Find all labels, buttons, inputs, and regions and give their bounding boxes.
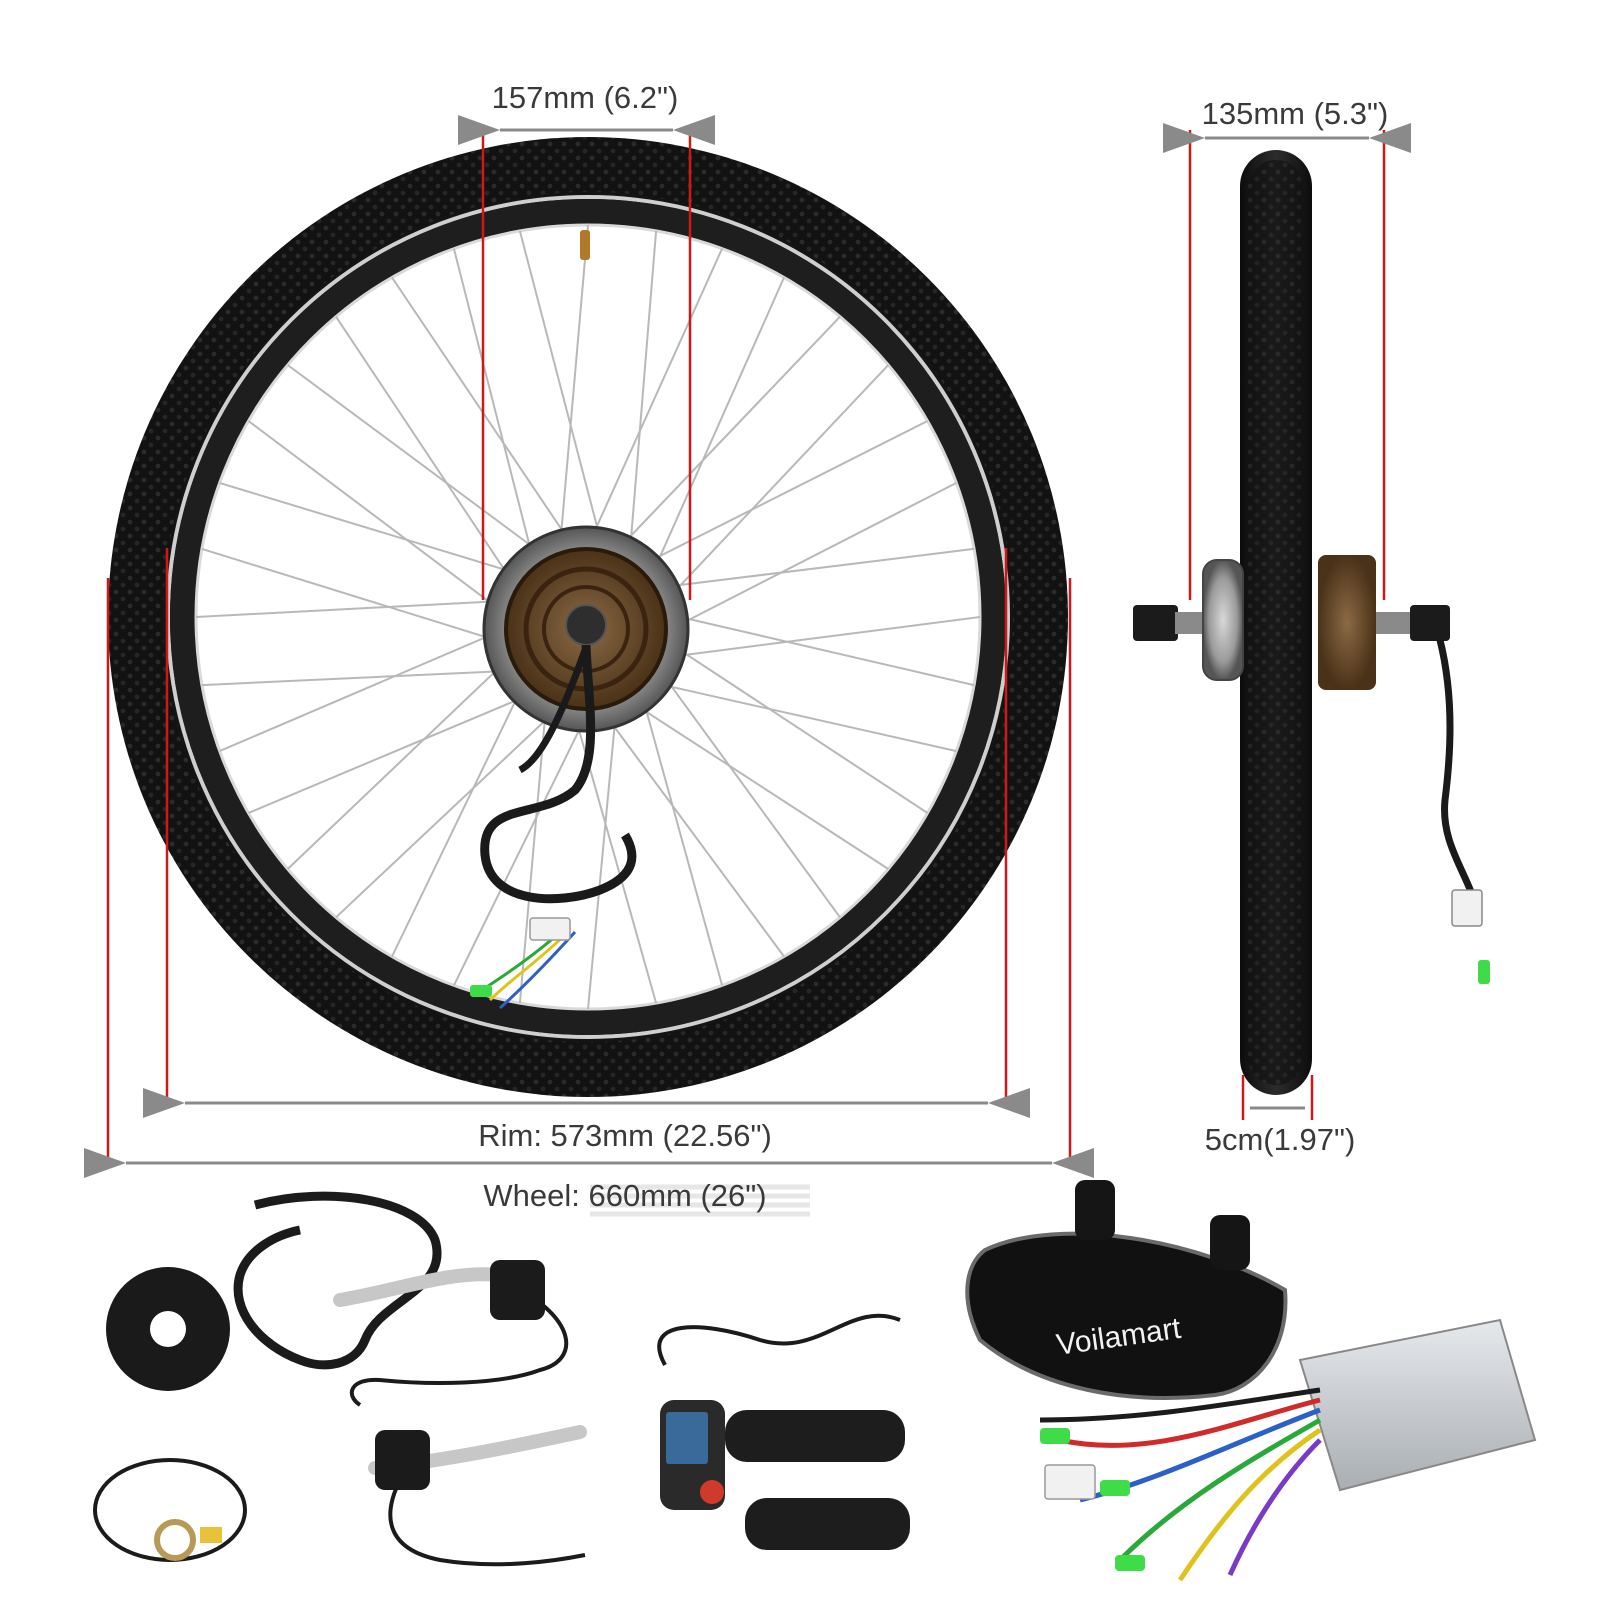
side-tread bbox=[1248, 160, 1304, 1085]
spoke bbox=[453, 711, 589, 986]
motor-cable bbox=[480, 644, 637, 904]
spoke bbox=[219, 481, 525, 577]
spoke bbox=[452, 248, 536, 566]
spoke bbox=[670, 482, 957, 630]
accessories: Voilamart bbox=[93, 1180, 1537, 1582]
frame-bag: Voilamart bbox=[965, 1180, 1288, 1400]
axle-right-nut bbox=[1410, 605, 1450, 641]
side-connector bbox=[1451, 889, 1483, 927]
hub-width-label: 157mm (6.2") bbox=[491, 80, 679, 115]
spokes bbox=[195, 224, 981, 1010]
spoke bbox=[247, 420, 508, 616]
rim-label: Rim: 573mm (22.56") bbox=[478, 1118, 772, 1153]
spoke bbox=[391, 681, 526, 957]
axle-left-nut bbox=[1133, 605, 1178, 641]
spoke bbox=[628, 230, 658, 558]
connector-white bbox=[529, 917, 571, 941]
motor-housing bbox=[1202, 559, 1244, 681]
axle-left bbox=[1175, 612, 1205, 634]
pas-sensor-ring bbox=[154, 1519, 196, 1561]
spoke bbox=[586, 248, 724, 547]
wheel-front-view bbox=[108, 137, 1068, 1097]
spoke bbox=[335, 706, 561, 919]
wire-blue bbox=[498, 930, 577, 1010]
axle-width-label: 135mm (5.3") bbox=[1201, 96, 1389, 131]
spoke bbox=[195, 599, 511, 618]
pas-disc-center bbox=[150, 1311, 186, 1347]
spoke bbox=[651, 681, 957, 753]
pas-sensor-wire bbox=[93, 1458, 247, 1562]
spoke bbox=[640, 692, 724, 986]
tire-width-label: 5cm(1.97") bbox=[1204, 1122, 1356, 1157]
spoke bbox=[558, 224, 589, 552]
spoke bbox=[669, 613, 975, 687]
brake-lever-top bbox=[333, 1260, 569, 1407]
spoke bbox=[665, 364, 890, 602]
spiral-cable-wrap bbox=[233, 1191, 442, 1370]
wheel-label: Wheel: 660mm (26") bbox=[483, 1178, 767, 1213]
spoke bbox=[248, 691, 536, 814]
pas-sensor-label bbox=[200, 1527, 222, 1543]
motor-controller bbox=[1039, 1318, 1537, 1582]
rim-band bbox=[170, 199, 1006, 1035]
spoke bbox=[665, 616, 981, 659]
axle-right bbox=[1376, 612, 1412, 634]
spoke bbox=[658, 669, 841, 918]
side-cable bbox=[1436, 639, 1482, 921]
measurement-lines bbox=[84, 115, 1411, 1178]
axle-nut bbox=[565, 604, 607, 646]
controller-terminal-1 bbox=[1040, 1428, 1070, 1444]
throttle-button bbox=[700, 1480, 724, 1504]
motor-cable-loop bbox=[518, 648, 589, 774]
valve-stem bbox=[580, 230, 590, 260]
spoke bbox=[287, 364, 548, 559]
controller-connector bbox=[1044, 1464, 1096, 1500]
brake-lever-bottom bbox=[368, 1425, 587, 1567]
zip-ties bbox=[590, 1184, 810, 1217]
spoke bbox=[201, 547, 507, 645]
throttle-display bbox=[666, 1412, 708, 1464]
spoke bbox=[669, 642, 929, 814]
wheel-side-view bbox=[1133, 150, 1490, 1095]
throttle-grip bbox=[657, 1313, 910, 1550]
spoke bbox=[650, 277, 785, 577]
spoke bbox=[659, 547, 975, 589]
controller-terminal-3 bbox=[1115, 1555, 1145, 1571]
spoke bbox=[615, 316, 841, 552]
controller-terminal-2 bbox=[1100, 1480, 1130, 1496]
spoke bbox=[287, 656, 511, 870]
spoke bbox=[518, 230, 604, 548]
side-terminal bbox=[1478, 960, 1490, 984]
spoke bbox=[335, 316, 518, 589]
terminal-green bbox=[470, 985, 492, 997]
spoke bbox=[601, 710, 785, 958]
side-cassette bbox=[1318, 555, 1376, 690]
spoke bbox=[219, 627, 506, 753]
spoke bbox=[201, 669, 517, 687]
spoke bbox=[587, 706, 618, 1010]
spoke bbox=[628, 699, 889, 870]
